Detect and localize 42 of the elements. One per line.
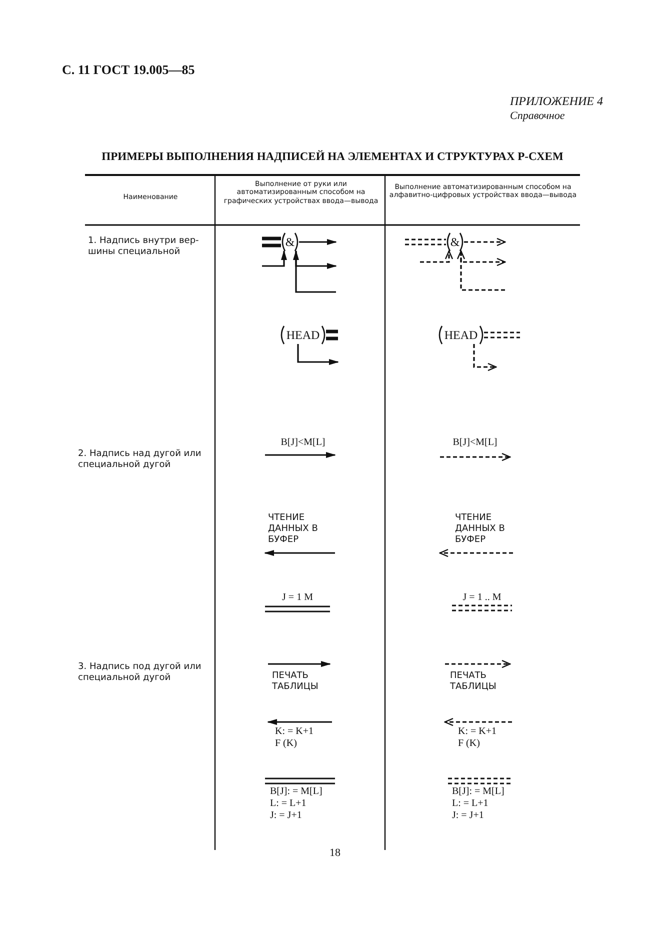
arc-label: L: = L+1: [270, 798, 308, 810]
arc-label: B[J]<M[L]: [452, 437, 498, 449]
double-line: [260, 236, 283, 248]
arc-label: ПЕЧАТЬ ТАБЛИЦЫ: [450, 671, 498, 693]
arrow: [464, 238, 506, 246]
arrow: [299, 239, 337, 245]
arc-label: F (K): [275, 738, 298, 750]
arc-label: J: = J+1: [270, 810, 303, 822]
row-name: 1. Надпись внутри вер-шины специальной: [88, 236, 200, 258]
special-vertex: HEAD: [280, 326, 326, 344]
arc-label: K: = K+1: [458, 726, 498, 738]
arc-label: B[J]: = M[L]: [270, 786, 324, 798]
arc-label: B[J]: = M[L]: [452, 786, 506, 798]
arc-label: J = 1 M: [281, 592, 314, 604]
row-name: 2. Надпись над дугой или специальной дугой: [78, 449, 202, 471]
arc-label: L: = L+1: [452, 798, 490, 810]
title: ПРИМЕРЫ ВЫПОЛНЕНИЯ НАДПИСЕЙ НА ЭЛЕМЕНТАХ И СТРУКТУРАХ Р-СХЕМ: [100, 151, 564, 165]
arrow: [262, 250, 287, 267]
special-vertex: HEAD: [438, 326, 484, 344]
appendix-label: ПРИЛОЖЕНИЕ 4: [510, 94, 604, 108]
arc-label: J: = J+1: [452, 810, 485, 822]
double-line: [324, 330, 340, 340]
double-line: [404, 238, 447, 246]
page-header: С. 11 ГОСТ 19.005—85: [62, 62, 196, 78]
arc-label: ПЕЧАТЬ ТАБЛИЦЫ: [272, 671, 320, 693]
arrow: [297, 344, 339, 365]
appendix-note: Справочное: [510, 110, 566, 124]
arc-label: J = 1 .. M: [462, 592, 502, 604]
arc-label: B[J]<M[L]: [280, 437, 326, 449]
page-number: 18: [328, 847, 342, 860]
double-line: [483, 332, 521, 338]
row-name: 3. Надпись под дугой или специальной дугой: [78, 662, 202, 684]
arrow: [420, 250, 454, 263]
arc-label: F (K): [458, 738, 481, 750]
arc-label: ЧТЕНИЕ ДАННЫХ В БУФЕР: [268, 513, 319, 546]
arc-label: K: = K+1: [275, 726, 315, 738]
special-vertex: &: [446, 233, 464, 251]
arrow: [456, 250, 505, 291]
special-vertex: &: [281, 233, 299, 251]
arrow: [473, 344, 497, 372]
arc-label: ЧТЕНИЕ ДАННЫХ В БУФЕР: [455, 513, 506, 546]
arrow: [293, 250, 336, 293]
